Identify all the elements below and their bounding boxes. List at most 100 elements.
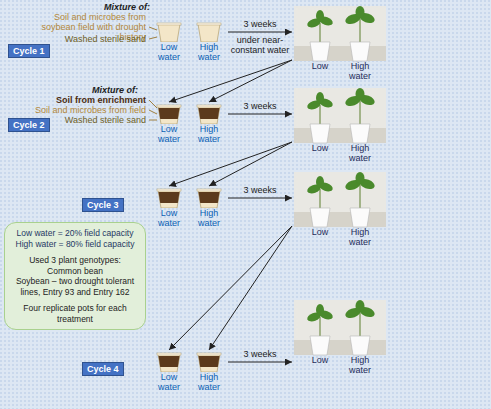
cycle-label: Cycle 2 [8, 118, 50, 132]
info-text: Common bean [10, 266, 140, 277]
photo-label: High water [345, 227, 375, 247]
plant-photo-image [294, 300, 386, 355]
flow-arrow [209, 142, 292, 186]
photo-label: Low [306, 143, 334, 163]
info-box: Low water = 20% field capacityHigh water… [4, 222, 146, 330]
cycle-text: Cycle 1 [13, 46, 45, 56]
ingredient-label: Washed sterile sand [65, 34, 146, 44]
pot-soil [159, 192, 180, 203]
pot-rim [157, 189, 181, 191]
pot-body [158, 106, 180, 124]
cycle-label: Cycle 1 [8, 44, 50, 58]
photo-frame [294, 6, 386, 61]
info-text: Used 3 plant genotypes: [10, 255, 140, 266]
flow-arrow [228, 114, 292, 115]
pot: High water [192, 352, 226, 392]
plant-photo: Low High water [294, 300, 386, 375]
water-label: High water [192, 124, 226, 144]
plant-photo: LowHigh water [294, 6, 386, 81]
photo-frame [294, 172, 386, 227]
ingredient-label: Soil and microbes from field [35, 105, 146, 115]
ingredient-label: Washed sterile sand [65, 115, 146, 125]
pot: High water [192, 22, 226, 62]
pot-rim [197, 23, 221, 25]
leader-line [149, 27, 157, 30]
info-text: Soybean – two drought tolerant lines, En… [10, 276, 140, 297]
pot-body [198, 106, 220, 124]
flow-arrow [169, 60, 292, 102]
plant-photo: LowHigh water [294, 172, 386, 247]
flow-arrow [169, 142, 292, 186]
flow-arrow [169, 226, 292, 350]
pot-body [158, 24, 180, 42]
flow-arrow [228, 32, 292, 33]
pot-outline [192, 22, 226, 42]
flow-arrow [209, 226, 292, 350]
photo-label: Low [306, 61, 334, 81]
mixture-heading: Mixture of: [92, 85, 138, 95]
photo-label-row: LowHigh water [294, 227, 386, 247]
pot-outline [152, 104, 186, 124]
photo-label-row: Low High water [294, 143, 386, 163]
duration-label: 3 weeks [243, 101, 276, 111]
pot-rim [197, 353, 221, 355]
pot-outline [192, 104, 226, 124]
pot: Low water [152, 352, 186, 392]
photo-label-row: Low High water [294, 355, 386, 375]
photo-label: High water [345, 355, 375, 375]
pot: High water [192, 188, 226, 228]
cycle-label: Cycle 4 [82, 362, 124, 376]
pot-body [158, 190, 180, 208]
pot-soil [159, 108, 180, 119]
photo-label: High water [345, 143, 375, 163]
pot-soil [199, 356, 220, 367]
leader-line [149, 120, 157, 121]
pot-soil [199, 192, 220, 203]
duration-label: 3 weeks [243, 19, 276, 29]
pot: Low water [152, 188, 186, 228]
leader-line [149, 110, 157, 114]
cycle-text: Cycle 4 [87, 364, 119, 374]
photo-label: Low [306, 355, 334, 375]
cycle-text: Cycle 2 [13, 120, 45, 130]
pot: Low water [152, 22, 186, 62]
mixture-heading: Mixture of: [104, 2, 150, 12]
cycle-label: Cycle 3 [82, 198, 124, 212]
pot-body [198, 24, 220, 42]
flow-arrow [209, 60, 292, 102]
leader-line [149, 37, 157, 39]
water-label: High water [192, 372, 226, 392]
pot-rim [157, 105, 181, 107]
water-label: Low water [152, 124, 186, 144]
water-label: High water [192, 42, 226, 62]
pot-body [198, 190, 220, 208]
photo-frame [294, 300, 386, 355]
water-label: Low water [152, 208, 186, 228]
pot: Low water [152, 104, 186, 144]
plant-photo: Low High water [294, 88, 386, 163]
pot-outline [152, 188, 186, 208]
plant-photo-image [294, 88, 386, 143]
pot: High water [192, 104, 226, 144]
pot-soil [159, 356, 180, 367]
pot-rim [157, 353, 181, 355]
pot-outline [152, 352, 186, 372]
pot-outline [152, 22, 186, 42]
duration-label: 3 weeks [243, 349, 276, 359]
water-label: Low water [152, 42, 186, 62]
plant-photo-image [294, 172, 386, 227]
flow-arrow [228, 362, 292, 363]
cycle-text: Cycle 3 [87, 200, 119, 210]
info-text: Low water = 20% field capacity [10, 228, 140, 239]
info-text: High water = 80% field capacity [10, 239, 140, 250]
photo-frame [294, 88, 386, 143]
pot-body [158, 354, 180, 372]
flow-arrow [228, 198, 292, 199]
ingredient-label: Soil from enrichment [56, 95, 146, 105]
pot-rim [157, 23, 181, 25]
water-label: Low water [152, 372, 186, 392]
